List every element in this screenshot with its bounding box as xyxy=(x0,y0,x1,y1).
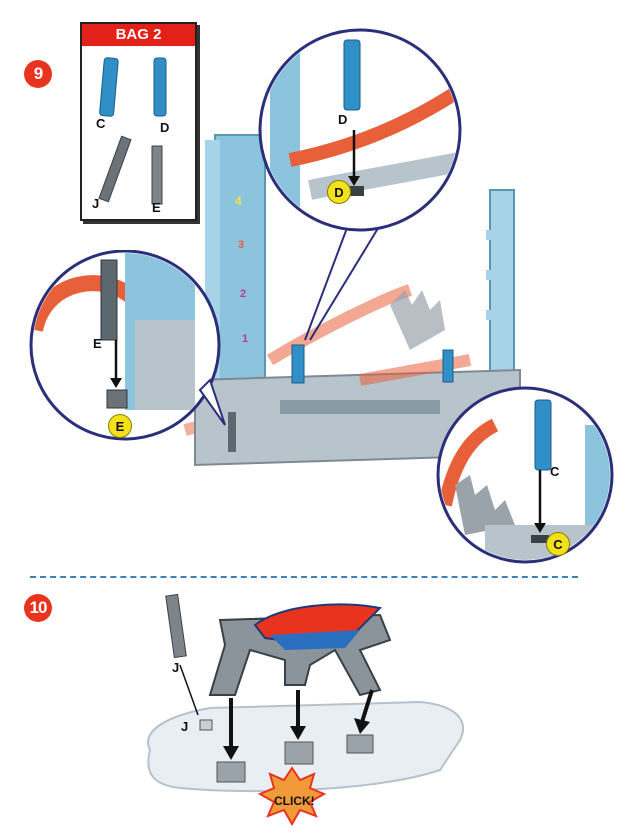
callout-right-marker: C xyxy=(546,532,570,556)
part-j-shape xyxy=(98,135,132,203)
bag-2-parts-box: BAG 2 C D J E xyxy=(80,22,197,221)
right-tower xyxy=(489,189,515,391)
bag-header: BAG 2 xyxy=(82,24,195,46)
step10-part-j-label-bottom: J xyxy=(181,719,189,734)
socket-right xyxy=(346,734,374,754)
part-j-step10 xyxy=(165,593,187,659)
step-divider xyxy=(30,576,578,578)
click-burst xyxy=(257,766,327,827)
step-9-badge: 9 xyxy=(24,60,52,88)
socket-left xyxy=(216,761,246,783)
bag-part-e-label: E xyxy=(152,200,161,215)
part-d-shape xyxy=(153,57,167,117)
part-c-shape xyxy=(99,57,119,117)
callout-top-circle xyxy=(258,28,462,341)
callout-left-marker: E xyxy=(108,414,132,438)
callout-left-part-label: E xyxy=(93,336,102,351)
callout-top-marker: D xyxy=(327,180,351,204)
blue-piece-d-placed xyxy=(291,344,305,384)
callout-right-part-label: C xyxy=(550,464,560,479)
step-9-number: 9 xyxy=(33,64,44,83)
svg-text:3: 3 xyxy=(238,239,244,251)
blue-piece-c xyxy=(534,399,552,471)
bag-part-c-label: C xyxy=(96,116,106,131)
callout-left-circle xyxy=(29,250,226,441)
socket-middle xyxy=(284,741,314,765)
blue-piece-d xyxy=(343,39,361,111)
callout-right-circle xyxy=(436,386,614,564)
gray-piece-e-placed xyxy=(228,412,236,452)
blue-piece-c-placed xyxy=(442,349,454,383)
svg-text:2: 2 xyxy=(240,288,246,300)
step-10-number: 10 xyxy=(29,598,48,617)
bag-part-j-label: J xyxy=(92,196,100,211)
step-10-badge: 10 xyxy=(24,594,52,622)
click-label: CLICK! xyxy=(274,794,315,808)
part-e-shape xyxy=(151,145,163,205)
callout-top-part-label: D xyxy=(338,112,348,127)
bag-parts-graphic xyxy=(98,57,167,205)
svg-text:4: 4 xyxy=(235,194,242,208)
step-10-illustration xyxy=(147,593,465,827)
step10-part-j-label-top: J xyxy=(172,660,180,675)
gray-piece-e xyxy=(100,259,118,341)
playset-illustration: 4 3 2 1 xyxy=(32,134,521,467)
svg-text:1: 1 xyxy=(242,333,248,345)
bag-part-d-label: D xyxy=(160,120,170,135)
